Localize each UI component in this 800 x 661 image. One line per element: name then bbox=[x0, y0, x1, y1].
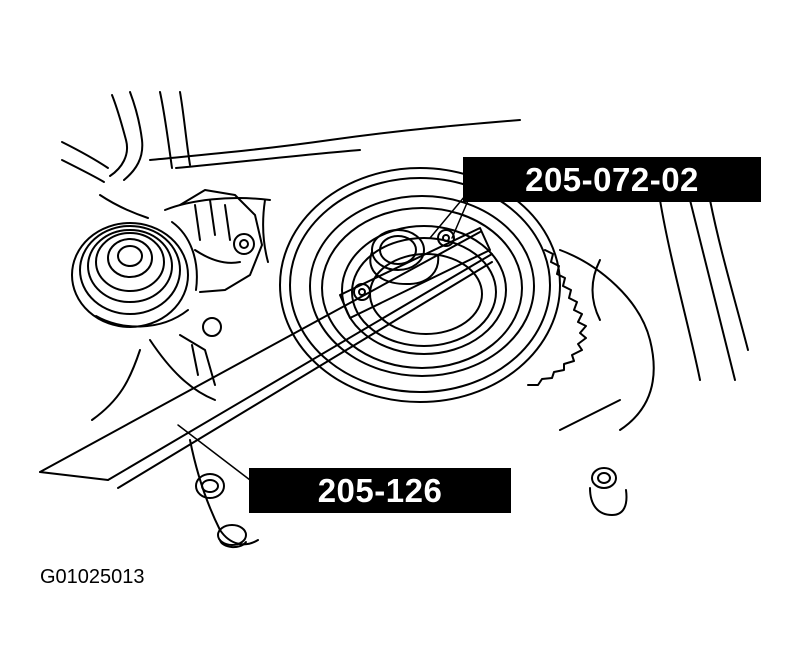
breaker-bar bbox=[39, 231, 493, 489]
tool-callout-205-126: 205-126 bbox=[249, 468, 511, 513]
tool-callout-205-072-02: 205-072-02 bbox=[463, 157, 761, 202]
figure-id-label: G01025013 bbox=[40, 566, 145, 588]
leader-lines bbox=[177, 189, 471, 481]
idler-pulley bbox=[71, 221, 198, 328]
holding-tool-plate bbox=[339, 227, 491, 319]
coolant-hoses bbox=[61, 91, 521, 219]
mounting-bolts bbox=[195, 467, 628, 548]
belt-tensioner bbox=[179, 189, 263, 386]
crankshaft-pulley bbox=[279, 167, 587, 403]
